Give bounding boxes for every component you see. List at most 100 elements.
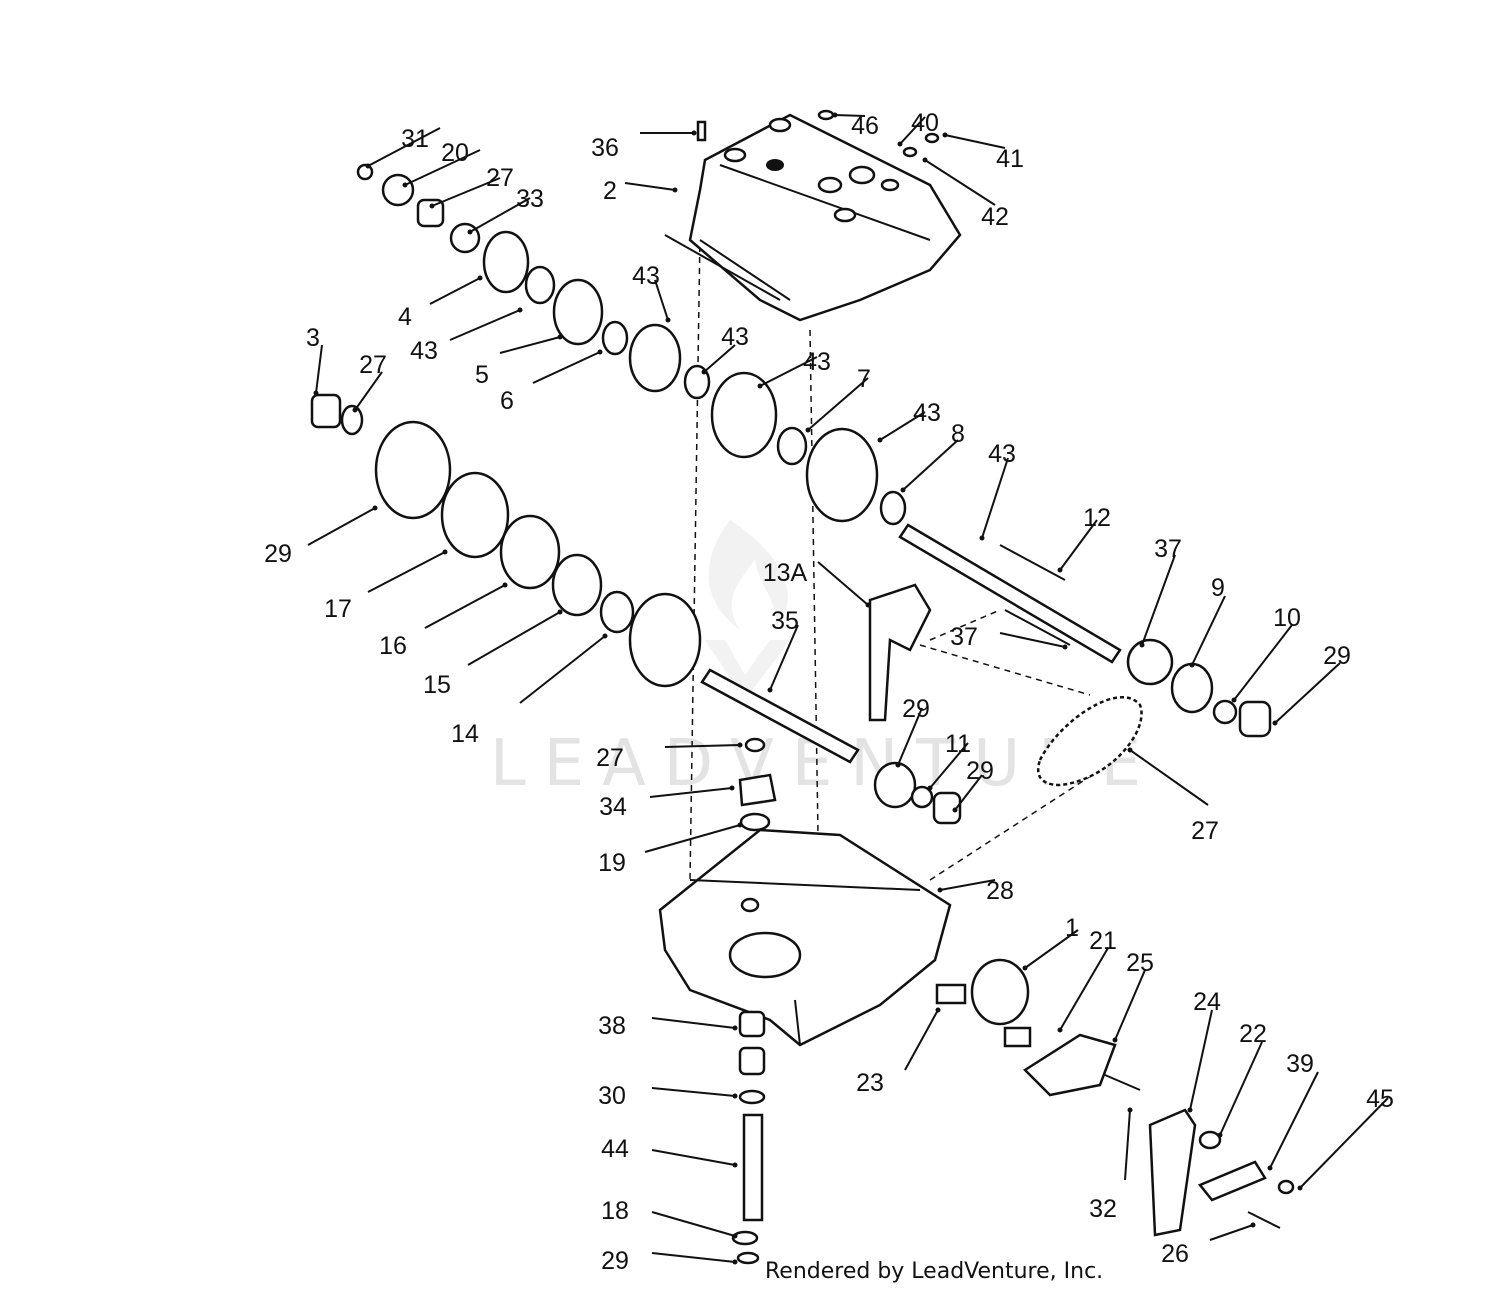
- callout-leader: [1059, 947, 1109, 1031]
- vertical-shaft-stack: [731, 1010, 766, 1265]
- callout-dot: [1217, 1132, 1223, 1138]
- callout-dot: [737, 822, 743, 828]
- callout-label: 29: [264, 540, 292, 568]
- callout-leader: [834, 114, 866, 117]
- callout-dot: [372, 505, 378, 511]
- callout-dot: [517, 307, 523, 313]
- callout-dot: [1297, 1185, 1303, 1191]
- callout-dot: [557, 334, 563, 340]
- callout-leader: [649, 787, 733, 798]
- callout-label: 27: [486, 164, 514, 192]
- callout-leader: [651, 1017, 736, 1029]
- callout-dot: [1139, 642, 1145, 648]
- callout-leader: [1124, 1109, 1131, 1181]
- callout-label: 20: [441, 139, 469, 167]
- callout-label: 43: [410, 337, 438, 365]
- callout-dot: [732, 1025, 738, 1031]
- callout-leader: [939, 879, 996, 891]
- callout-label: 36: [591, 134, 619, 162]
- callout-leader: [429, 277, 481, 305]
- callout-label: 29: [966, 757, 994, 785]
- callout-label: 38: [598, 1012, 626, 1040]
- callout-label: 40: [911, 109, 939, 137]
- callout-dot: [900, 487, 906, 493]
- callout-label: 1: [1065, 914, 1079, 942]
- callout-leader: [315, 344, 323, 394]
- callout-label: 27: [1191, 817, 1219, 845]
- callout-label: 29: [601, 1247, 629, 1275]
- callout-label: 45: [1366, 1085, 1394, 1113]
- callout-dot: [732, 1093, 738, 1099]
- callout-label: 22: [1239, 1020, 1267, 1048]
- callout-dot: [402, 182, 408, 188]
- callout-leader: [1233, 624, 1293, 701]
- callout-label: 28: [986, 877, 1014, 905]
- callout-label: 9: [1211, 574, 1225, 602]
- callout-leader: [954, 774, 983, 811]
- callout-leader: [367, 127, 441, 167]
- callout-leader: [1129, 749, 1209, 806]
- bevel-gear-19: [738, 737, 777, 832]
- callout-dot: [429, 203, 435, 209]
- callout-label: 27: [359, 351, 387, 379]
- callout-label: 24: [1193, 988, 1221, 1016]
- callout-leader: [944, 134, 1006, 149]
- callout-label: 23: [856, 1069, 884, 1097]
- assembly-guide-lines: [689, 234, 1101, 961]
- callout-dot: [1127, 747, 1133, 753]
- callout-dot: [927, 785, 933, 791]
- callout-dot: [832, 112, 838, 118]
- callout-dot: [757, 383, 763, 389]
- callout-label: 13A: [763, 559, 808, 587]
- callout-leader: [644, 824, 741, 853]
- callout-label: 30: [598, 1082, 626, 1110]
- callout-dot: [701, 369, 707, 375]
- callout-leader: [924, 159, 996, 206]
- callout-leader: [367, 551, 446, 593]
- callout-label: 17: [324, 595, 352, 623]
- callout-leader: [651, 1149, 736, 1166]
- callout-leader: [469, 197, 531, 233]
- chain-28: [1036, 696, 1143, 787]
- callout-leader: [879, 411, 926, 441]
- callout-label: 18: [601, 1197, 629, 1225]
- callout-label: 7: [857, 365, 871, 393]
- callout-leader: [664, 744, 741, 748]
- callout-leader: [1219, 1041, 1263, 1136]
- callout-leader: [904, 1009, 939, 1071]
- callout-leader: [897, 707, 923, 766]
- sprocket-11: [873, 761, 962, 825]
- callout-label: 29: [902, 695, 930, 723]
- callout-dot: [1127, 1107, 1133, 1113]
- callout-dot: [805, 427, 811, 433]
- callout-dot: [935, 1007, 941, 1013]
- callout-label: 8: [951, 420, 965, 448]
- gear-stack-lower: [310, 393, 702, 688]
- top-hardware: [356, 109, 940, 254]
- callout-leader: [651, 1252, 736, 1263]
- callout-dot: [767, 687, 773, 693]
- callout-leader: [354, 371, 383, 411]
- callout-label: 26: [1161, 1240, 1189, 1268]
- callout-dot: [691, 130, 697, 136]
- callout-dot: [729, 785, 735, 791]
- callout-label: 3: [306, 324, 320, 352]
- callout-dot: [1267, 1165, 1273, 1171]
- credit-line: Rendered by LeadVenture, Inc.: [765, 1259, 1103, 1284]
- callout-label: 21: [1089, 927, 1117, 955]
- callout-dot: [979, 535, 985, 541]
- callout-dot: [1112, 1037, 1118, 1043]
- callout-label: 25: [1126, 949, 1154, 977]
- callout-dot: [1231, 697, 1237, 703]
- callout-dot: [865, 602, 871, 608]
- callout-label: 14: [451, 720, 479, 748]
- callout-label: 31: [401, 125, 429, 153]
- callout-label: 44: [601, 1135, 629, 1163]
- callout-label: 37: [950, 623, 978, 651]
- callout-dot: [477, 275, 483, 281]
- callout-dot: [737, 742, 743, 748]
- callout-leader: [651, 1211, 736, 1237]
